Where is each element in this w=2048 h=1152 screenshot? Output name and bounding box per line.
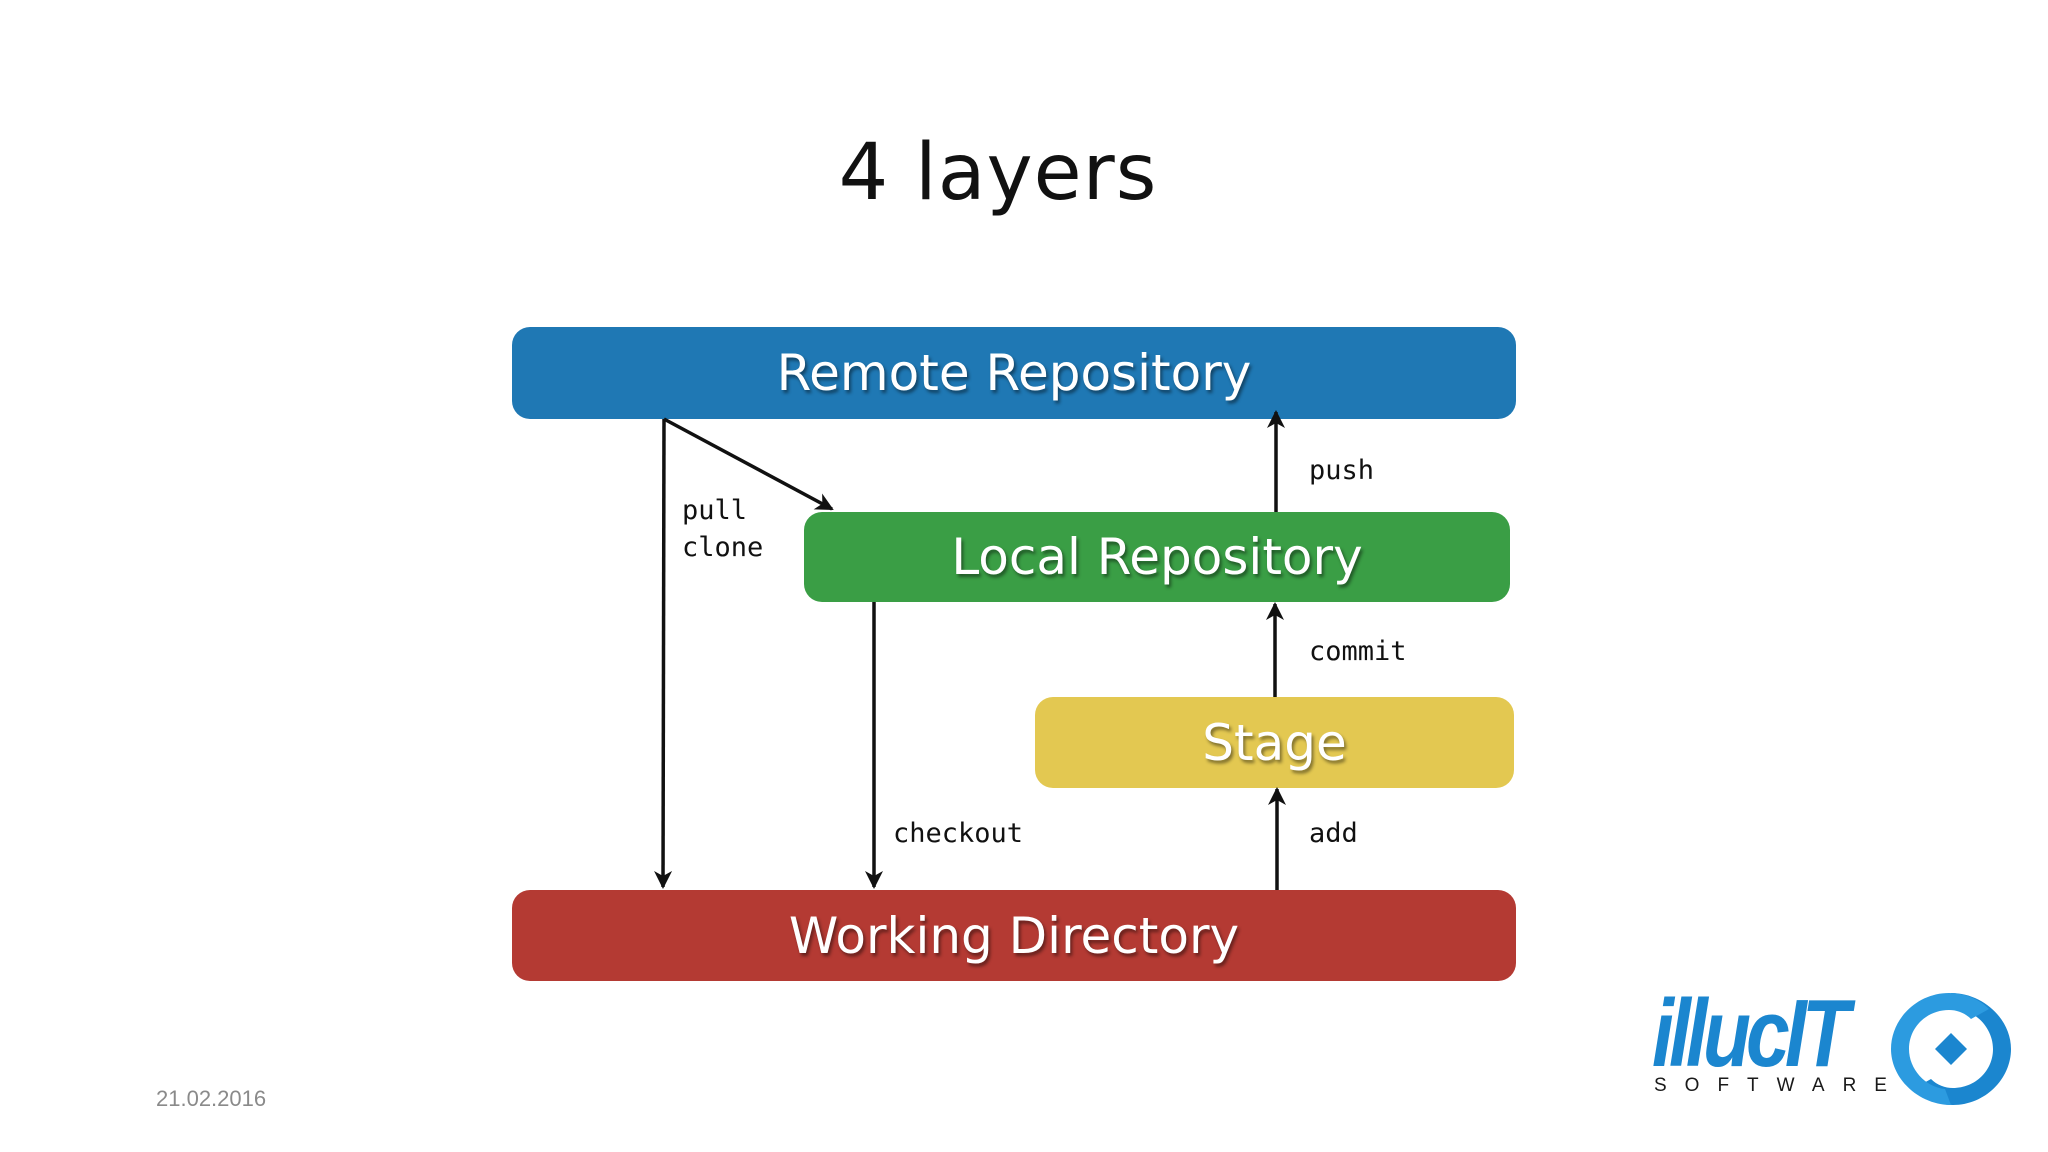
logo-tagline: SOFTWARE [1654,1075,1905,1096]
stage-box: Stage [1035,697,1514,788]
local-repository-box: Local Repository [804,512,1510,602]
slide-title: 4 layers [838,128,1158,218]
commit-label: commit [1309,636,1407,667]
push-label: push [1309,455,1375,486]
checkout-label: checkout [893,818,1024,849]
working-directory-box: Working Directory [512,890,1516,981]
add-label: add [1309,818,1358,849]
illucit-swirl-logo-icon [1891,993,2011,1105]
pull-arrow [654,418,673,889]
company-logo: illucIT SOFTWARE [1650,980,2015,1115]
remote-repository-box: Remote Repository [512,327,1516,419]
logo-wordmark: illucIT [1652,980,1850,1087]
clone-label: clone [682,532,764,563]
slide-date: 21.02.2016 [156,1086,267,1111]
pull-label: pull [682,495,748,526]
